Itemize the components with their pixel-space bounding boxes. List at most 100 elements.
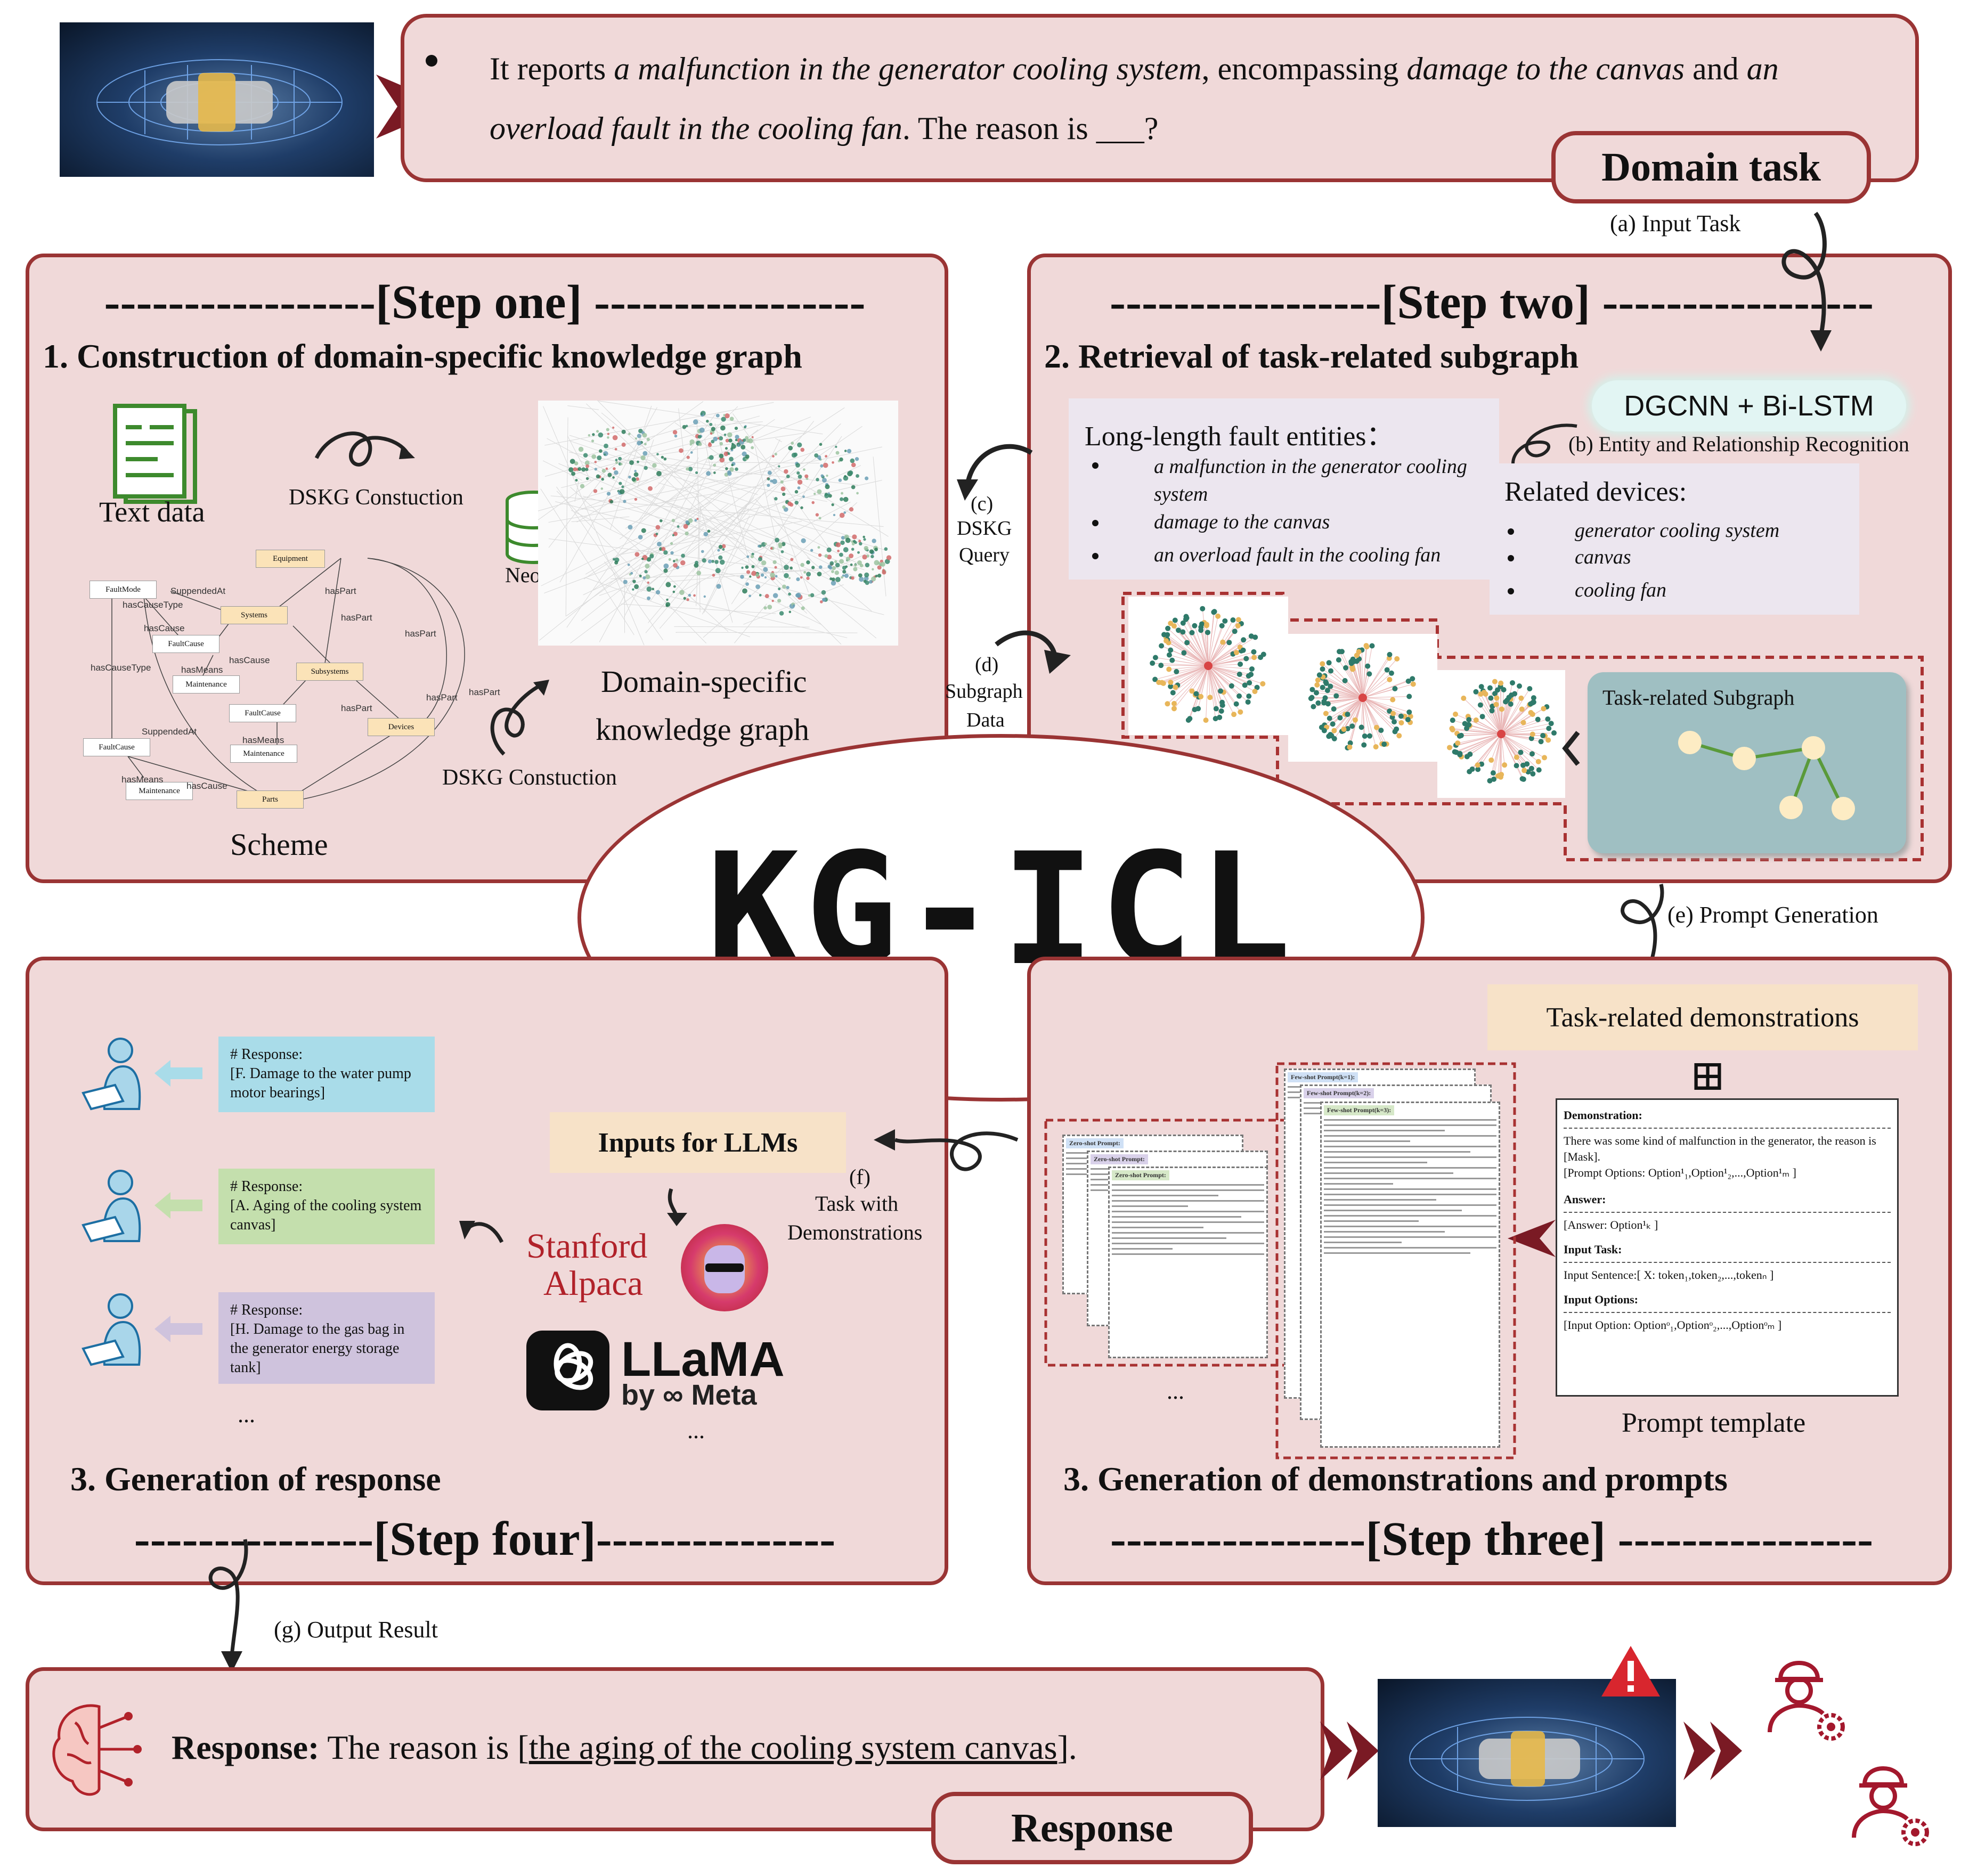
back-arrow: [459, 1221, 504, 1243]
response-bold-label: Response:: [172, 1728, 320, 1766]
stanford-label: Stanford: [526, 1227, 648, 1266]
device-item-1: generator cooling system: [1575, 519, 1780, 542]
inputs-for-llms: Inputs for LLMs: [550, 1112, 846, 1173]
scheme-node-devices: Devices: [368, 718, 435, 736]
output-arrow: [208, 1539, 248, 1673]
curl-arrow-icon: [314, 431, 415, 467]
response-card: # Response:[F. Damage to the water pump …: [218, 1037, 435, 1112]
devices-box: Related devices: generator cooling syste…: [1490, 463, 1859, 615]
scheme-node-maintenance-3: Maintenance: [126, 782, 193, 800]
entity-item-3: an overload fault in the cooling fan: [1154, 544, 1441, 566]
plus-box-icon: ⊞: [1690, 1053, 1726, 1099]
response-card-text: [F. Damage to the water pump motor beari…: [230, 1065, 411, 1101]
scheme-edge-label: hasMeans: [181, 665, 223, 675]
few-shot-dashed-frame: [1275, 1062, 1516, 1459]
scheme-edge-label: hasPart: [469, 687, 500, 697]
scheme-node-faultcause-3: FaultCause: [83, 738, 150, 756]
model-box: DGCNN + Bi-LSTM: [1592, 380, 1906, 431]
domain-task-text-part: . The reason is ___?: [902, 111, 1159, 146]
step-four-header: ---------------[Step four]--------------…: [134, 1513, 836, 1565]
device-bullet-1: [1508, 528, 1514, 535]
response-answer: the aging of the cooling system canvas: [528, 1728, 1057, 1766]
prompt-template-box: Demonstration: There was some kind of ma…: [1556, 1098, 1899, 1397]
step-two-header: -----------------[Step two] ------------…: [1110, 276, 1874, 329]
llama-label: LLaMA: [621, 1332, 785, 1386]
template-separator: [1564, 1212, 1891, 1213]
domain-task-label: Domain task: [1551, 131, 1871, 203]
scheme-edge-label: SuppendedAt: [142, 727, 197, 737]
engineer-gear-icon: [1768, 1661, 1845, 1741]
output-result-label: (g) Output Result: [274, 1617, 438, 1643]
response-label: Response: [931, 1792, 1253, 1864]
inputs-for-llms-label: Inputs for LLMs: [598, 1127, 798, 1158]
task-related-subgraph-box: Task-related Subgraph: [1588, 672, 1906, 853]
zero-shot-heading: Zero-shot Prompt:: [1066, 1138, 1124, 1148]
domain-task-text-part: a malfunction in the generator cooling s…: [614, 51, 1202, 86]
template-demonstration-label: Demonstration:: [1564, 1108, 1642, 1122]
person-reading-icon: [82, 1293, 141, 1366]
engineer-gear-icon: [1852, 1766, 1929, 1846]
template-input-text: Input Sentence:[ X: token₁,token₂,...,to…: [1564, 1268, 1774, 1282]
subgraph-cluster-3: [1446, 679, 1557, 784]
subgraph-image-3: [1437, 670, 1565, 798]
entity-bullet-3: [1092, 553, 1099, 559]
dskg-construction-label-1: DSKG Constuction: [289, 485, 463, 510]
turbine-image-top: [60, 22, 374, 177]
scheme-edge-label: hasPart: [426, 692, 458, 703]
input-task-label: (a) Input Task: [1610, 210, 1741, 236]
scheme-node-maintenance-2: Maintenance: [230, 745, 297, 763]
subgraph-image-2: [1288, 634, 1437, 762]
entity-item-2: damage to the canvas: [1154, 511, 1330, 533]
response-card: # Response:[H. Damage to the gas bag in …: [218, 1292, 435, 1384]
template-arrow: [1508, 1220, 1556, 1257]
domain-task-text-part: an overload fault in the cooling fan: [490, 51, 1779, 146]
turbine-wireframe: [96, 59, 343, 145]
subgraph-image-1: [1128, 597, 1288, 735]
domain-task-text-part: and: [1684, 51, 1747, 86]
entity-bullet-2: [1092, 520, 1099, 526]
person-reading-icon: [82, 1170, 141, 1243]
subgraph-cluster-1: [1150, 606, 1266, 723]
few-shot-heading: Few-shot Prompt(k=1):: [1288, 1072, 1358, 1082]
scheme-edge-label: hasMeans: [242, 735, 284, 745]
task-demos-label-task: Task with: [815, 1192, 899, 1216]
template-answer-label: Answer:: [1564, 1193, 1606, 1206]
alpaca-label: Alpaca: [543, 1264, 643, 1303]
task-demos-arrow: [874, 1129, 1019, 1171]
domain-task-text-part: It reports: [490, 51, 614, 86]
down-arrow: [667, 1188, 687, 1226]
zero-shot-heading: Zero-shot Prompt:: [1091, 1154, 1148, 1164]
by-meta-label: by ∞ Meta: [621, 1379, 757, 1411]
few-shot-heading: Few-shot Prompt(k=3):: [1324, 1105, 1395, 1115]
query-label-dskg: DSKG: [957, 517, 1012, 540]
device-bullet-2: [1508, 555, 1514, 561]
warning-icon: [1601, 1646, 1660, 1696]
double-arrow-1: [1320, 1722, 1379, 1780]
response-card-text: [H. Damage to the gas bag in the generat…: [230, 1321, 405, 1376]
recognition-arrow: [1511, 423, 1577, 464]
entities-box: Long-length fault entities： a malfunctio…: [1069, 398, 1499, 580]
scheme-label: Scheme: [230, 827, 328, 862]
double-arrow-2: [1683, 1722, 1742, 1780]
scheme-edge-label: hasCause: [229, 655, 270, 665]
step-one-header: -----------------[Step one] ------------…: [104, 276, 866, 329]
openai-logo: [526, 1331, 609, 1410]
zero-shot-dashed-frame: [1044, 1119, 1287, 1367]
response-prefix: The reason is [: [319, 1728, 529, 1766]
device-item-3: cooling fan: [1575, 579, 1667, 601]
task-related-demonstrations-label: Task-related demonstrations: [1546, 1002, 1859, 1033]
chevron-left-icon: [1562, 731, 1580, 766]
template-input-options-text: [Input Option: Optionᵒ₁,Optionᵒ₂,...,Opt…: [1564, 1318, 1782, 1332]
template-input-options-label: Input Options:: [1564, 1293, 1639, 1306]
query-label-query: Query: [959, 544, 1010, 566]
device-bullet-3: [1508, 588, 1514, 594]
device-item-2: canvas: [1575, 546, 1631, 568]
subgraph-data-arrow: [995, 630, 1071, 674]
model-label: DGCNN + Bi-LSTM: [1624, 390, 1874, 422]
response-text: Response: The reason is [the aging of th…: [172, 1728, 1077, 1767]
scheme-node-faultcause-1: FaultCause: [152, 635, 219, 653]
subgraph-label-d: (d): [975, 654, 999, 676]
left-arrow-icon: [154, 1192, 202, 1219]
few-shot-heading: Few-shot Prompt(k=2):: [1304, 1088, 1374, 1098]
sunglasses-icon: [705, 1263, 744, 1272]
